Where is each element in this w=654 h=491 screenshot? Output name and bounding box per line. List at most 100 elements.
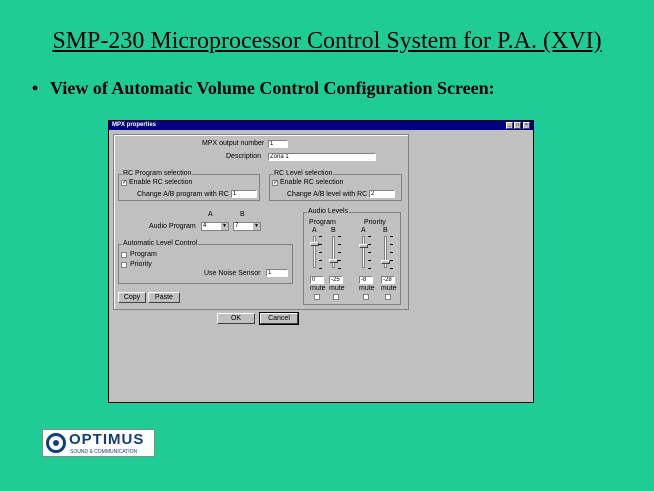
audio-levels-program-label: Program <box>309 219 336 226</box>
close-button[interactable]: × <box>523 122 530 129</box>
rc-level-group: RC Level selection <box>269 170 402 201</box>
properties-panel <box>113 134 409 310</box>
level-value-input[interactable]: -8 <box>359 276 373 284</box>
level-value-input[interactable]: -28 <box>381 276 395 284</box>
alc-group: Automatic Level Control <box>118 240 293 284</box>
level-slider-tick <box>368 252 371 253</box>
audio-program-a-select[interactable]: 4 ▼ <box>201 222 229 231</box>
mpx-properties-window: MPX properties _ □ × MPX output number 1… <box>108 120 534 403</box>
mpx-output-input[interactable]: 1 <box>268 140 288 148</box>
mute-checkbox[interactable] <box>385 294 391 300</box>
audio-program-col-b: B <box>240 211 245 218</box>
level-slider-tick <box>319 236 322 237</box>
alc-program-checkbox[interactable] <box>121 252 127 258</box>
audio-levels-group: Audio Levels <box>303 208 401 305</box>
minimize-button[interactable]: _ <box>506 122 513 129</box>
level-slider-tick <box>368 260 371 261</box>
bullet-glyph: • <box>32 78 39 98</box>
level-slider-tick <box>338 268 341 269</box>
level-slider-tick <box>319 252 322 253</box>
description-label: Description <box>226 153 262 160</box>
rc-program-title: RC Program selection <box>122 170 193 178</box>
mute-label: mute <box>381 285 397 292</box>
level-slider-tick <box>390 268 393 269</box>
rc-level-enable-checkbox[interactable]: ✓ <box>272 180 279 186</box>
rc-level-enable-label: Enable RC selection <box>280 179 344 186</box>
level-slider-tick <box>338 236 341 237</box>
level-slider-tick <box>338 252 341 253</box>
rc-program-enable-checkbox[interactable]: ✓ <box>121 180 128 186</box>
window-titlebar[interactable]: MPX properties _ □ × <box>109 121 533 130</box>
rc-level-title: RC Level selection <box>273 170 334 178</box>
mute-checkbox[interactable] <box>333 294 339 300</box>
level-slider-tick <box>390 252 393 253</box>
chevron-down-icon[interactable]: ▼ <box>221 223 228 230</box>
maximize-button[interactable]: □ <box>514 122 521 129</box>
rc-program-group: RC Program selection <box>118 170 260 201</box>
level-slider-tick <box>319 268 322 269</box>
audio-program-col-a: A <box>208 211 213 218</box>
alc-priority-label: Priority <box>130 261 152 268</box>
level-slider-thumb[interactable] <box>329 259 338 264</box>
audio-levels-title: Audio Levels <box>307 208 350 216</box>
rc-program-change-input[interactable]: 1 <box>231 190 257 198</box>
bullet-item: • View of Automatic Volume Control Config… <box>32 78 495 99</box>
logo-name: OPTIMUS <box>69 431 145 448</box>
level-slider-track[interactable] <box>384 236 387 268</box>
level-slider-tick <box>368 236 371 237</box>
paste-button[interactable]: Paste <box>148 292 180 303</box>
level-slider-tick <box>368 244 371 245</box>
noise-sensor-label: Use Noise Sensor <box>204 270 261 277</box>
bullet-text: View of Automatic Volume Control Configu… <box>50 78 495 98</box>
mpx-output-label: MPX output number <box>202 140 265 147</box>
audio-program-a-value: 4 <box>203 223 207 229</box>
mute-checkbox[interactable] <box>314 294 320 300</box>
level-slider-thumb[interactable] <box>310 242 319 247</box>
noise-sensor-input[interactable]: 1 <box>266 269 288 277</box>
level-slider-tick <box>338 244 341 245</box>
alc-program-label: Program <box>130 251 157 258</box>
rc-program-enable-label: Enable RC selection <box>129 179 193 186</box>
level-value-input[interactable]: -25 <box>329 276 343 284</box>
optimus-logo-icon <box>46 433 66 453</box>
slide-title: SMP-230 Microprocessor Control System fo… <box>52 28 602 54</box>
level-slider-tick <box>319 244 322 245</box>
copy-button[interactable]: Copy <box>118 292 146 303</box>
cancel-button[interactable]: Cancel <box>259 312 299 325</box>
level-slider-tick <box>368 268 371 269</box>
level-slider-tick <box>390 244 393 245</box>
level-slider-track[interactable] <box>313 236 316 268</box>
audio-program-label: Audio Program <box>149 223 196 230</box>
alc-title: Automatic Level Control <box>122 240 199 248</box>
rc-level-change-input[interactable]: 2 <box>369 190 395 198</box>
level-slider-tick <box>390 236 393 237</box>
level-slider-tick <box>338 260 341 261</box>
level-column-header: B <box>383 227 388 234</box>
optimus-logo: OPTIMUS SOUND & COMMUNICATION <box>42 429 155 457</box>
audio-program-b-select[interactable]: 7 ▼ <box>233 222 261 231</box>
audio-levels-priority-label: Priority <box>364 219 386 226</box>
level-column-header: A <box>361 227 366 234</box>
rc-level-change-label: Change A/B level with RC <box>287 191 368 198</box>
chevron-down-icon[interactable]: ▼ <box>253 223 260 230</box>
level-column-header: A <box>312 227 317 234</box>
audio-program-b-value: 7 <box>235 223 239 229</box>
mute-label: mute <box>359 285 375 292</box>
level-slider-thumb[interactable] <box>359 244 368 249</box>
level-slider-thumb[interactable] <box>381 260 390 265</box>
ok-button[interactable]: OK <box>217 313 255 324</box>
window-title: MPX properties <box>112 122 157 128</box>
level-slider-track[interactable] <box>362 236 365 268</box>
mute-checkbox[interactable] <box>363 294 369 300</box>
mute-label: mute <box>310 285 326 292</box>
mute-label: mute <box>329 285 345 292</box>
level-slider-tick <box>319 260 322 261</box>
level-value-input[interactable]: 0 <box>310 276 324 284</box>
logo-tagline: SOUND & COMMUNICATION <box>70 449 138 455</box>
alc-priority-checkbox[interactable] <box>121 262 127 268</box>
rc-program-change-label: Change A/B program with RC <box>137 191 229 198</box>
level-slider-track[interactable] <box>332 236 335 268</box>
level-column-header: B <box>331 227 336 234</box>
description-input[interactable]: Zona 1 <box>268 153 376 161</box>
level-slider-tick <box>390 260 393 261</box>
